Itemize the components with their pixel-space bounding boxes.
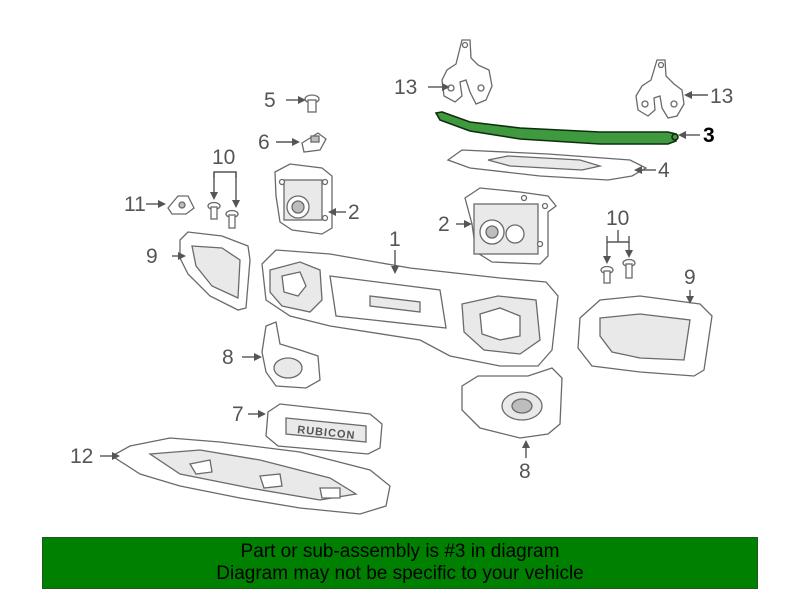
part-11-clip[interactable]: [167, 195, 195, 215]
part-10-left-bolts[interactable]: [207, 201, 239, 229]
part-6-clip-nut[interactable]: [301, 132, 327, 153]
callout-6: 6: [258, 131, 270, 154]
callout-12: 12: [70, 445, 93, 468]
part-9-right-end-cap[interactable]: [577, 295, 713, 377]
callout-13-left: 13: [394, 76, 417, 99]
callout-10-left: 10: [212, 146, 235, 169]
banner-line-1: Part or sub-assembly is #3 in diagram: [240, 541, 560, 562]
callout-2-right: 2: [438, 213, 450, 236]
callout-8-left: 8: [222, 346, 234, 369]
part-12-skid-shield[interactable]: [110, 437, 391, 515]
part-1-bumper-bar[interactable]: [261, 249, 559, 367]
callout-10-right: 10: [606, 207, 629, 230]
part-3-seal-strip[interactable]: [434, 111, 679, 145]
part-7-emblem-plate[interactable]: [265, 403, 383, 455]
part-4-cover-plate[interactable]: [446, 149, 648, 181]
part-9-left-end-cap[interactable]: [179, 231, 251, 311]
callout-4: 4: [658, 159, 670, 182]
callout-leaders: [100, 83, 708, 460]
part-13-left-bracket[interactable]: [441, 39, 493, 105]
info-banner: Part or sub-assembly is #3 in diagram Di…: [42, 537, 758, 589]
callout-5: 5: [264, 89, 276, 112]
part-8-right-fog-housing[interactable]: [461, 367, 563, 439]
part-10-right-bolts[interactable]: [600, 258, 636, 284]
callout-9-right: 9: [684, 266, 696, 289]
part-8-left-fog-housing[interactable]: [261, 321, 321, 389]
callout-11: 11: [124, 193, 146, 216]
callout-9-left: 9: [146, 245, 158, 268]
part-2-right-bracket[interactable]: [464, 187, 557, 265]
banner-line-2: Diagram may not be specific to your vehi…: [216, 563, 584, 584]
callout-1: 1: [389, 228, 401, 251]
part-5-bolt[interactable]: [304, 94, 320, 113]
parts-diagram: RUBICON: [70, 39, 733, 515]
part-2-left-bracket[interactable]: [274, 163, 333, 235]
callout-8-right: 8: [519, 460, 531, 483]
part-13-right-bracket[interactable]: [635, 59, 685, 119]
callout-7: 7: [232, 403, 244, 426]
callout-2-left: 2: [348, 201, 360, 224]
callout-13-right: 13: [710, 85, 733, 108]
callout-3: 3: [703, 124, 715, 147]
